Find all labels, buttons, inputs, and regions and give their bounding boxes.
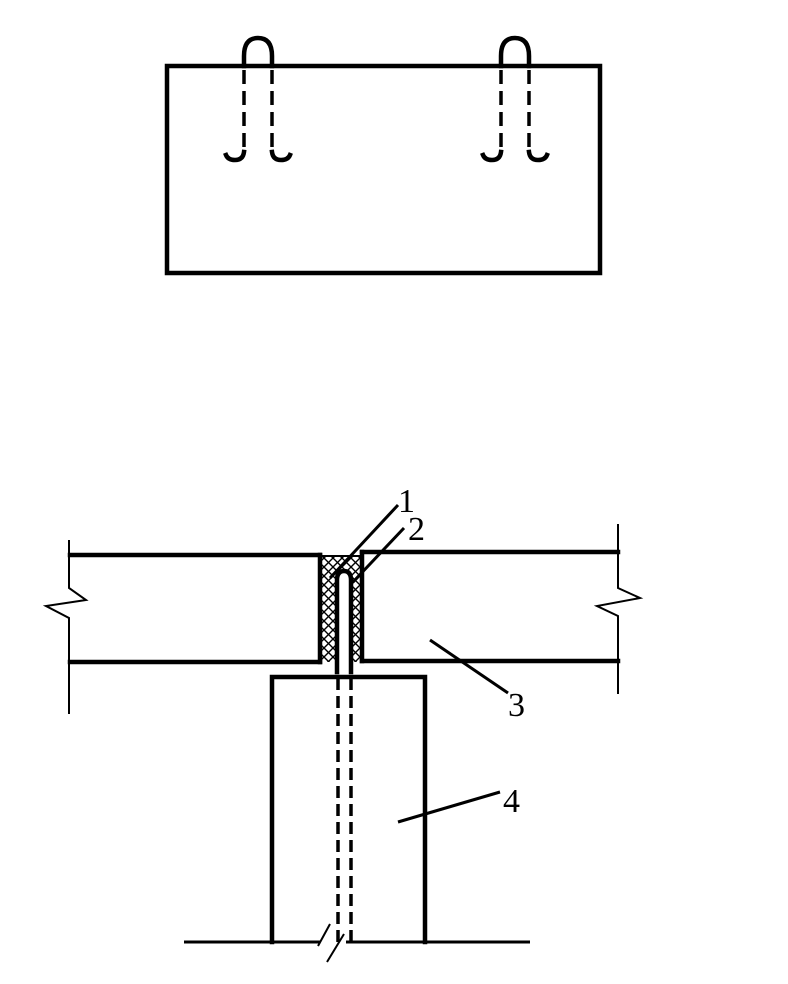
callout-2: 2 xyxy=(408,511,425,548)
panel-top-view xyxy=(164,35,603,276)
loop-hook-right-b xyxy=(526,149,550,163)
lifting-loop-right xyxy=(480,35,550,163)
loop-arc-right xyxy=(498,35,532,69)
callout-3: 3 xyxy=(508,687,525,724)
loop-hook-left-b xyxy=(269,149,293,163)
break-line-left xyxy=(42,540,89,714)
leader-4 xyxy=(397,790,501,824)
break-line-right xyxy=(593,524,644,694)
leader-3 xyxy=(429,638,509,695)
lifting-loop-left xyxy=(223,35,293,163)
callout-4: 4 xyxy=(503,783,520,820)
dowel-bar xyxy=(334,568,354,944)
joint-section-view: 1 2 3 4 xyxy=(42,483,644,963)
slab-right xyxy=(359,524,644,694)
slab-left xyxy=(42,540,323,714)
loop-arc-left xyxy=(241,35,275,69)
loop-hook-right-a xyxy=(480,149,504,163)
leader-1 xyxy=(328,503,400,580)
ground-line xyxy=(184,923,530,963)
loop-hook-left-a xyxy=(223,149,247,163)
leader-2 xyxy=(351,526,406,584)
panel-outline xyxy=(164,63,603,276)
column xyxy=(269,674,428,945)
callout-1: 1 xyxy=(398,483,415,520)
ground-break xyxy=(317,923,345,963)
